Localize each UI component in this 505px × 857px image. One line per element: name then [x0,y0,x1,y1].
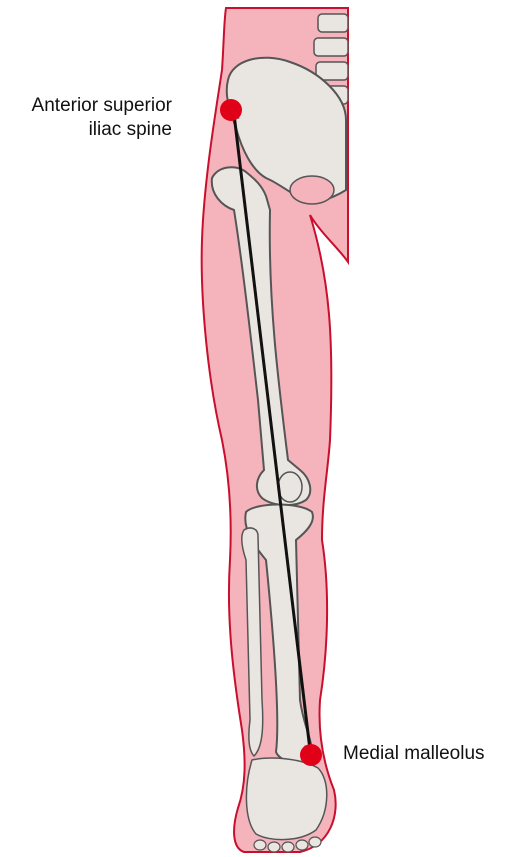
asis-label-line2: iliac spine [32,118,172,142]
foot-bones [246,758,326,840]
medial-malleolus-label: Medial malleolus [343,742,485,766]
asis-label: Anterior superior iliac spine [32,94,172,142]
medial-malleolus-landmark-dot [300,744,322,766]
asis-landmark-dot [220,99,242,121]
obturator-foramen [290,176,334,204]
patella-bone [278,472,302,502]
asis-label-line1: Anterior superior [32,94,172,118]
